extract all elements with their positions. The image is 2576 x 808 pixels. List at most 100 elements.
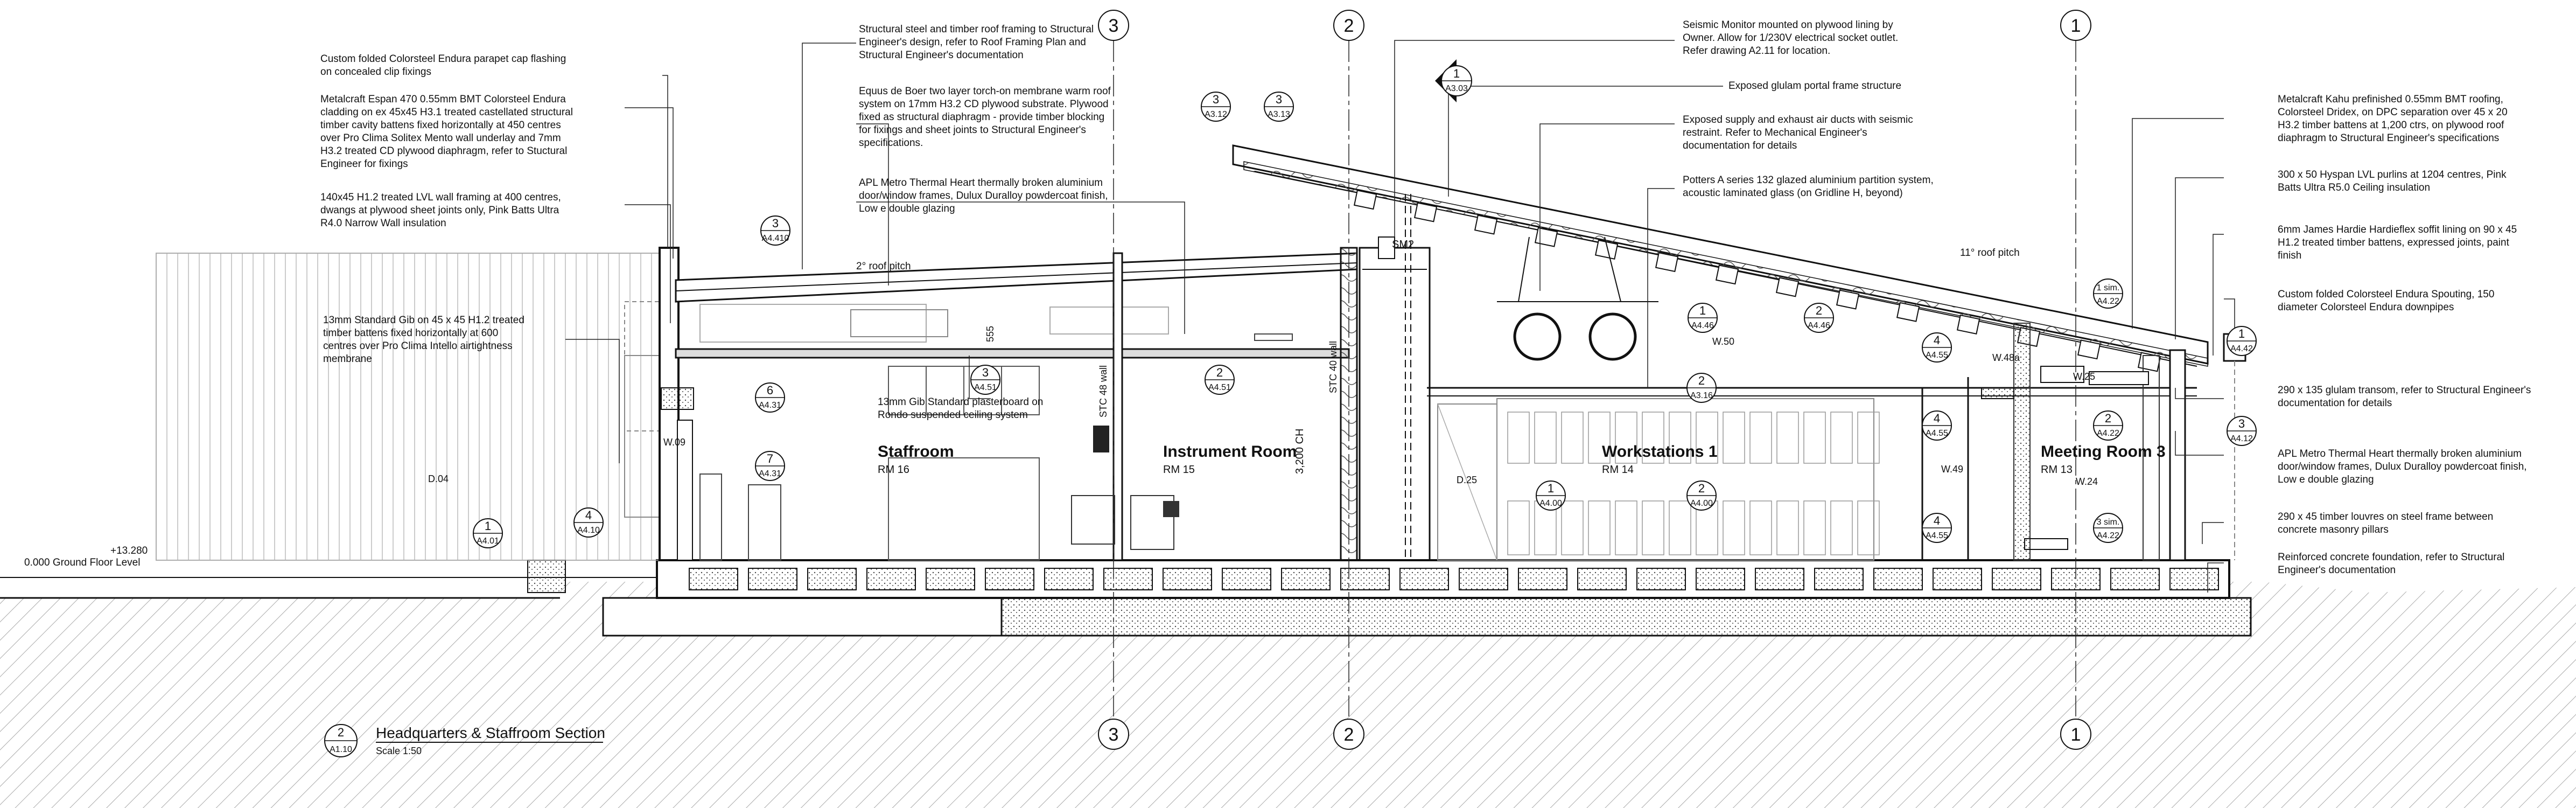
slab-cell bbox=[1281, 568, 1331, 590]
note-line: Low e double glazing bbox=[859, 203, 955, 214]
grid-label: 2 bbox=[1344, 725, 1354, 745]
workstation-panel bbox=[1803, 412, 1826, 464]
slab-cell bbox=[807, 568, 857, 590]
note-line: Owner. Allow for 1/230V electrical socke… bbox=[1683, 32, 1898, 44]
room-label-meeting-room: Meeting Room 3 RM 13 bbox=[2041, 443, 2166, 476]
purlin bbox=[1353, 190, 1377, 210]
note-line: cladding on ex 45x45 H3.1 treated castel… bbox=[320, 107, 573, 118]
slab-cell bbox=[1814, 568, 1864, 590]
detail-tag: 1A4.42 bbox=[2227, 326, 2257, 356]
foundation bbox=[527, 559, 2252, 637]
title-detail-number: 2 bbox=[338, 726, 344, 739]
slab-cell bbox=[985, 568, 1034, 590]
note-line: Custom folded Colorsteel Endura Spouting… bbox=[2278, 289, 2494, 300]
grid-label: 3 bbox=[1109, 725, 1119, 745]
workstation-panel bbox=[1642, 412, 1664, 464]
note-line: Exposed supply and exhaust air ducts wit… bbox=[1683, 114, 1913, 126]
note-line: APL Metro Thermal Heart thermally broken… bbox=[859, 177, 1103, 189]
window-label: W.09 bbox=[663, 437, 685, 448]
slab-cell bbox=[1636, 568, 1686, 590]
tag-ref: A3.12 bbox=[1205, 110, 1227, 119]
tag-ref: A4.51 bbox=[1208, 383, 1231, 392]
room-label-workstations: Workstations 1 RM 14 bbox=[1602, 443, 1718, 476]
drawing-title-block: 2 A1.10 Headquarters & Staffroom Section… bbox=[324, 724, 605, 757]
workstation-panel bbox=[1642, 500, 1664, 555]
purlin bbox=[1836, 289, 1860, 310]
slab-cell bbox=[1399, 568, 1449, 590]
detail-tag: 7A4.31 bbox=[755, 451, 785, 481]
notes-upper: Seismic Monitor mounted on plywood linin… bbox=[1683, 19, 1934, 199]
leader-lines bbox=[565, 40, 2235, 593]
note-line: APL Metro Thermal Heart thermally broken… bbox=[2278, 448, 2522, 459]
tag-number: 7 bbox=[767, 452, 773, 465]
room-number: RM 14 bbox=[1602, 464, 1634, 476]
tag-ref: A4.410 bbox=[762, 234, 789, 243]
note-line: timber battens fixed horizontally at 600 bbox=[323, 328, 498, 339]
workstation-panel bbox=[1749, 412, 1772, 464]
tag-number: 2 bbox=[1816, 304, 1822, 317]
tag-number: 3 bbox=[1276, 93, 1282, 106]
tag-number: 4 bbox=[585, 509, 592, 522]
dimension-label: 555 bbox=[985, 326, 996, 342]
tag-ref: A4.55 bbox=[1926, 429, 1948, 438]
slab-cell bbox=[1163, 568, 1212, 590]
grid-marker-1-bottom: 1 bbox=[2060, 719, 2091, 750]
sm2-label: SM2 bbox=[1392, 239, 1414, 250]
note-line: for fixings and sheet joints to Structur… bbox=[859, 124, 1086, 136]
headquarters-wing bbox=[659, 247, 1431, 561]
tag-ref: A4.31 bbox=[759, 401, 781, 410]
note-line: door/window frames, Dulux Duralloy powde… bbox=[859, 190, 1108, 201]
tag-number: 1 bbox=[485, 519, 491, 533]
detail-tag: 4A4.55 bbox=[1922, 513, 1952, 543]
tag-ref: A4.01 bbox=[477, 537, 499, 546]
slab-cell bbox=[866, 568, 916, 590]
tag-number: 1 bbox=[2238, 327, 2245, 340]
note-line: Colorsteel Dridex, on DPC separation ove… bbox=[2278, 107, 2508, 118]
slab-cell bbox=[926, 568, 975, 590]
workstation-panel bbox=[1507, 500, 1530, 555]
note-line: H3.2 treated CD plywood diaphragm, refer… bbox=[320, 145, 567, 157]
window-label: W.24 bbox=[2076, 476, 2098, 487]
pavilion-roof bbox=[1232, 144, 2209, 560]
note-line: door/window frames, Dulux Duralloy powde… bbox=[2278, 461, 2527, 472]
detail-tag: 2A4.22 bbox=[2093, 410, 2123, 441]
note-line: restraint. Refer to Mechanical Engineer'… bbox=[1683, 127, 1867, 138]
level-label: +13.280 bbox=[110, 545, 148, 556]
workstation-panel bbox=[1669, 500, 1691, 555]
ground-level-label: 0.000 Ground Floor Level bbox=[24, 557, 140, 568]
tag-number: 6 bbox=[767, 384, 773, 397]
tag-ref: A4.10 bbox=[577, 526, 600, 535]
tag-number: 2 bbox=[1698, 482, 1705, 495]
room-label-instrument-room: Instrument Room RM 15 bbox=[1163, 443, 1297, 476]
room-number: RM 16 bbox=[878, 464, 909, 476]
note-line: Low e double glazing bbox=[2278, 474, 2374, 485]
door-label: D.25 bbox=[1457, 475, 1477, 485]
grid-marker-2-bottom: 2 bbox=[1333, 719, 1364, 750]
tag-ref: A4.31 bbox=[759, 469, 781, 478]
detail-tag: 3A4.410 bbox=[760, 215, 790, 246]
note-line: documentation for details bbox=[1683, 140, 1797, 151]
slab-cell bbox=[1577, 568, 1627, 590]
tag-number: 1 sim. bbox=[2097, 283, 2120, 292]
workstation-panel bbox=[1561, 412, 1584, 464]
tag-ref: A3.16 bbox=[1690, 391, 1713, 400]
slab-cell bbox=[2110, 568, 2160, 590]
workstation-panel bbox=[1696, 412, 1718, 464]
workstation-panel bbox=[1534, 412, 1557, 464]
tag-ref: A4.46 bbox=[1808, 321, 1830, 330]
workstation-panel bbox=[1561, 500, 1584, 555]
purlin bbox=[1775, 277, 1800, 297]
detail-tags: 3A4.410 6A4.31 7A4.31 1A4.01 4A4.10 3A4.… bbox=[473, 92, 2257, 548]
section-marker: 1 A3.03 bbox=[1435, 59, 1472, 102]
purlin bbox=[1956, 314, 1980, 335]
section-ref: A3.03 bbox=[1445, 84, 1468, 93]
note-line: 13mm Standard Gib on 45 x 45 H1.2 treate… bbox=[323, 315, 524, 326]
slab-cell bbox=[689, 568, 738, 590]
detail-tag: 4A4.55 bbox=[1922, 332, 1952, 363]
note-line: 13mm Gib Standard plasterboard on bbox=[878, 396, 1043, 408]
note-line: Refer drawing A2.11 for location. bbox=[1683, 45, 1830, 57]
grid-marker-1-top: 1 bbox=[2060, 10, 2091, 41]
workstation-panel bbox=[1830, 412, 1853, 464]
note-line: Metalcraft Kahu prefinished 0.55mm BMT r… bbox=[2278, 94, 2503, 105]
tag-number: 4 bbox=[1934, 333, 1940, 347]
